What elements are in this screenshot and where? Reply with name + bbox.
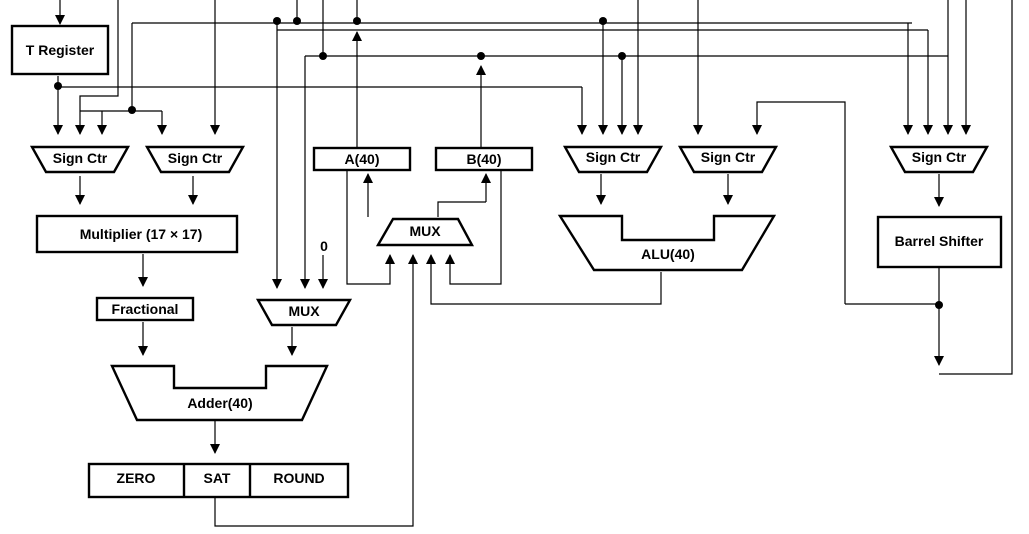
- junction-dots: [54, 17, 943, 309]
- sign-ctr-3: Sign Ctr: [562, 145, 664, 174]
- sign-ctr-2-label: Sign Ctr: [168, 150, 223, 166]
- zero-label: ZERO: [117, 470, 156, 486]
- sign-ctr-5-label: Sign Ctr: [912, 149, 967, 165]
- sign-ctr-1: Sign Ctr: [29, 145, 131, 174]
- bus-wires: [53, 0, 1013, 527]
- sign-ctr-2: Sign Ctr: [144, 145, 246, 174]
- register-b-label: B(40): [466, 151, 501, 167]
- register-a-label: A(40): [344, 151, 379, 167]
- multiplier-block: Multiplier (17 × 17): [35, 214, 239, 254]
- fractional-block: Fractional: [95, 296, 195, 322]
- t-register-label: T Register: [26, 42, 95, 58]
- adder-block: Adder(40): [110, 364, 329, 422]
- register-a-block: A(40): [312, 146, 412, 172]
- barrel-shifter-label: Barrel Shifter: [895, 233, 984, 249]
- sign-ctr-1-label: Sign Ctr: [53, 150, 108, 166]
- zero-sat-round-block: ZERO SAT ROUND: [87, 462, 350, 499]
- alu-block: ALU(40): [557, 214, 777, 272]
- t-register-block: T Register: [10, 24, 110, 76]
- mux-adder-label: MUX: [288, 303, 320, 319]
- sign-ctr-4: Sign Ctr: [677, 145, 779, 174]
- register-b-block: B(40): [434, 146, 534, 172]
- multiplier-label: Multiplier (17 × 17): [80, 226, 203, 242]
- sign-ctr-4-label: Sign Ctr: [701, 149, 756, 165]
- barrel-shifter-block: Barrel Shifter: [876, 215, 1003, 269]
- mux-center: MUX: [375, 217, 475, 247]
- sign-ctr-5: Sign Ctr: [888, 145, 990, 174]
- mux-adder-input: MUX: [255, 298, 353, 327]
- round-label: ROUND: [273, 470, 324, 486]
- zero-constant-label: 0: [320, 238, 328, 254]
- fractional-label: Fractional: [112, 301, 179, 317]
- sat-label: SAT: [204, 470, 231, 486]
- mux-center-label: MUX: [409, 223, 441, 239]
- adder-label: Adder(40): [187, 395, 252, 411]
- alu-label: ALU(40): [641, 246, 695, 262]
- sign-ctr-3-label: Sign Ctr: [586, 149, 641, 165]
